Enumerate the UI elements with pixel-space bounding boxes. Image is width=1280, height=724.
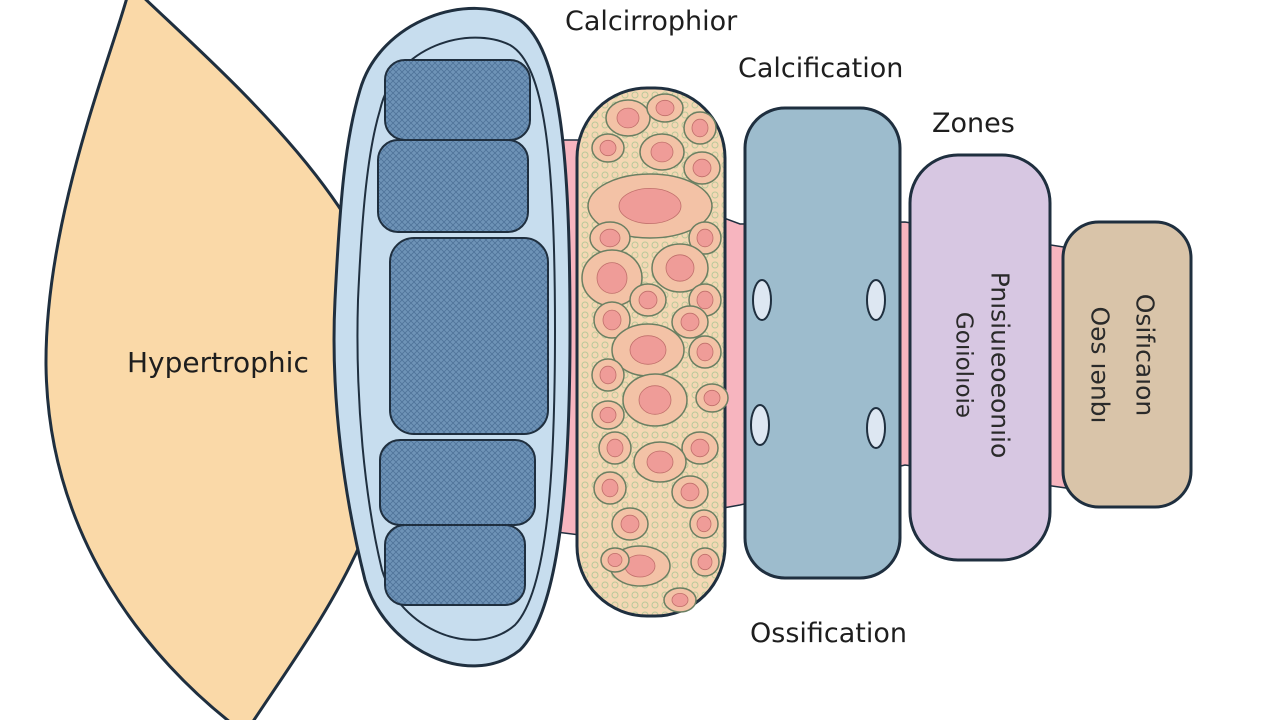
- cell-nucleus: [638, 290, 658, 310]
- vessel-oval: [752, 279, 772, 321]
- cell-nucleus: [692, 158, 712, 178]
- cell-nucleus: [696, 342, 714, 362]
- cell-column-block: [389, 237, 549, 435]
- cell-nucleus: [599, 139, 617, 157]
- cell-nucleus: [629, 335, 667, 365]
- cell-nucleus: [696, 228, 714, 248]
- cell-nucleus: [646, 450, 674, 474]
- cell-nucleus: [601, 478, 619, 498]
- cell-nucleus: [599, 228, 621, 248]
- cell-nucleus: [638, 385, 672, 415]
- cell-nucleus: [665, 254, 695, 282]
- vessel-oval: [866, 407, 886, 449]
- cell-nucleus: [616, 107, 640, 129]
- tan-vertical-label-2: Oəs ıənbı: [1085, 306, 1115, 424]
- cell-nucleus: [599, 365, 617, 385]
- cell-nucleus: [671, 593, 689, 608]
- tan-vertical-label-1: Osifıcaıon: [1130, 293, 1160, 417]
- cell-nucleus: [680, 312, 700, 332]
- cell-column-block: [377, 139, 529, 233]
- cell-nucleus: [696, 290, 714, 310]
- cell-nucleus: [697, 553, 713, 571]
- purple-vertical-label-1: Pnısiuıeoeonıio: [985, 271, 1015, 459]
- purple-vertical-label-2: Goıiolıoiə: [950, 311, 977, 419]
- cell-nucleus: [655, 99, 675, 117]
- vessel-oval: [866, 279, 886, 321]
- label-ossification: Ossification: [750, 618, 908, 649]
- cell-nucleus: [607, 553, 623, 568]
- label-zones: Zones: [932, 108, 1015, 139]
- cell-nucleus: [596, 262, 628, 294]
- vessel-oval: [750, 404, 770, 446]
- ossification-block: [743, 106, 902, 580]
- cell-nucleus: [691, 118, 709, 138]
- cell-nucleus: [602, 309, 622, 331]
- cell-nucleus: [599, 406, 617, 424]
- cell-group: [581, 93, 729, 613]
- purple-zone-block: [908, 153, 1052, 562]
- label-hypertrophic: Hypertrophic: [127, 346, 309, 379]
- cell-nucleus: [618, 187, 682, 224]
- label-calcification: Calcification: [738, 53, 904, 84]
- cell-nucleus: [690, 438, 710, 458]
- cell-nucleus: [620, 514, 640, 534]
- cell-nucleus: [680, 482, 700, 502]
- tan-zone-block: [1061, 220, 1193, 509]
- cell-nucleus: [696, 515, 712, 533]
- label-calcirrophior: Calcirrophior: [565, 6, 738, 37]
- cell-nucleus: [703, 389, 721, 407]
- cell-nucleus: [650, 141, 674, 163]
- cell-column-block: [379, 439, 536, 526]
- cell-column-block: [384, 524, 526, 606]
- cell-nucleus: [606, 438, 624, 458]
- cell-column-block: [384, 59, 531, 141]
